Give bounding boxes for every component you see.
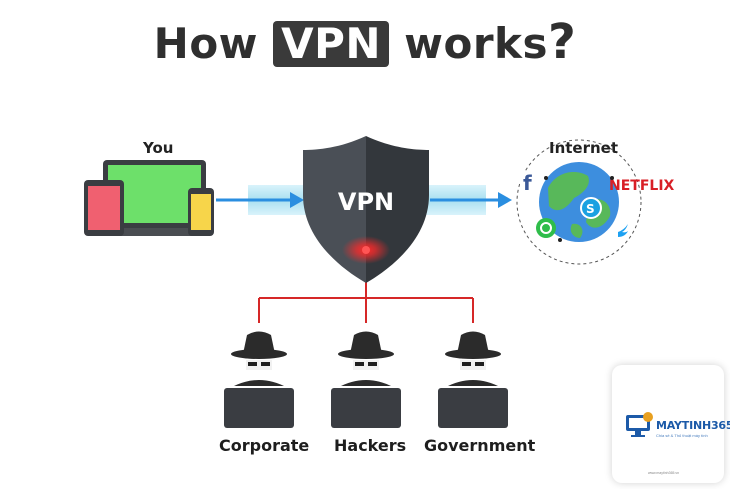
right-tunnel bbox=[420, 185, 512, 215]
skype-icon bbox=[580, 197, 602, 219]
title-vpn-highlight: VPN bbox=[273, 21, 390, 67]
you-label: You bbox=[143, 139, 174, 157]
internet-label: Internet bbox=[549, 139, 619, 157]
maytinh365-url: www.maytinh365.vn bbox=[648, 471, 680, 475]
maytinh365-tagline: Chia sẻ & Thủ thuật máy tính bbox=[656, 433, 708, 438]
corporate-label: Corporate bbox=[219, 436, 310, 455]
devices-icon bbox=[84, 160, 214, 236]
title-works: works bbox=[404, 19, 548, 68]
twitter-icon bbox=[618, 224, 628, 237]
page-title: How VPN works? bbox=[0, 14, 730, 70]
maytinh365-brand: MAYTINH365 bbox=[656, 419, 730, 432]
title-how: How bbox=[153, 19, 258, 68]
whatsapp-icon bbox=[536, 218, 556, 238]
vpn-shield-icon bbox=[303, 136, 429, 283]
left-tunnel bbox=[216, 185, 312, 215]
spy-hackers-icon bbox=[331, 331, 401, 428]
svg-text:S: S bbox=[586, 202, 595, 216]
shield-vpn-label: VPN bbox=[337, 188, 395, 216]
title-question-mark: ? bbox=[547, 14, 577, 70]
internet-globe-icon: f NETFLIX S bbox=[516, 139, 675, 265]
facebook-icon: f bbox=[523, 171, 532, 195]
maytinh365-logo-card: MAYTINH365 Chia sẻ & Thủ thuật máy tính … bbox=[612, 365, 730, 483]
maytinh365-logo-icon bbox=[626, 412, 653, 437]
hackers-label: Hackers bbox=[334, 436, 407, 455]
spy-government-icon bbox=[438, 331, 508, 428]
netflix-logo: NETFLIX bbox=[609, 178, 675, 194]
spy-corporate-icon bbox=[224, 331, 294, 428]
government-label: Government bbox=[424, 436, 536, 455]
